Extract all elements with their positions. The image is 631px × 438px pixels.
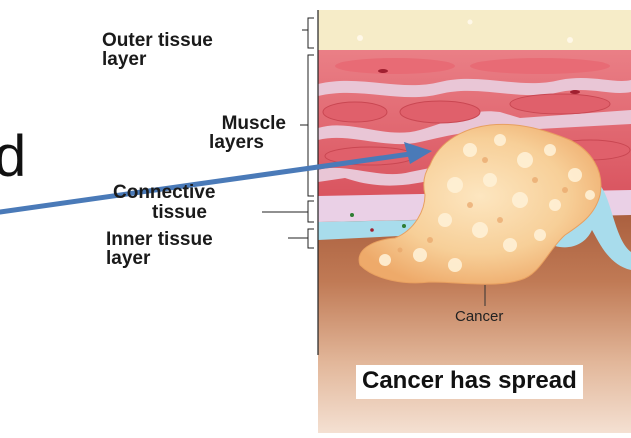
connective-label-line2: tissue bbox=[152, 203, 207, 222]
inner-tissue-bracket bbox=[288, 229, 314, 248]
outer-tissue-label-line2: layer bbox=[102, 50, 146, 69]
inner-tissue-label-line1: Inner tissue bbox=[106, 230, 213, 249]
muscle-bracket bbox=[300, 55, 314, 196]
muscle-label-line1: Muscle bbox=[176, 114, 286, 133]
outer-tissue-band bbox=[318, 10, 631, 55]
cropped-heading-fragment: d bbox=[0, 128, 26, 186]
outer-tissue-bracket bbox=[302, 18, 314, 48]
muscle-label-line2: layers bbox=[176, 133, 264, 152]
caption: Cancer has spread bbox=[356, 365, 583, 399]
cancer-label: Cancer bbox=[455, 308, 503, 325]
inner-tissue-label-line2: layer bbox=[106, 249, 150, 268]
connective-label-line1: Connective bbox=[113, 183, 215, 202]
connective-bracket bbox=[262, 201, 314, 222]
outer-tissue-label-line1: Outer tissue bbox=[102, 31, 213, 50]
